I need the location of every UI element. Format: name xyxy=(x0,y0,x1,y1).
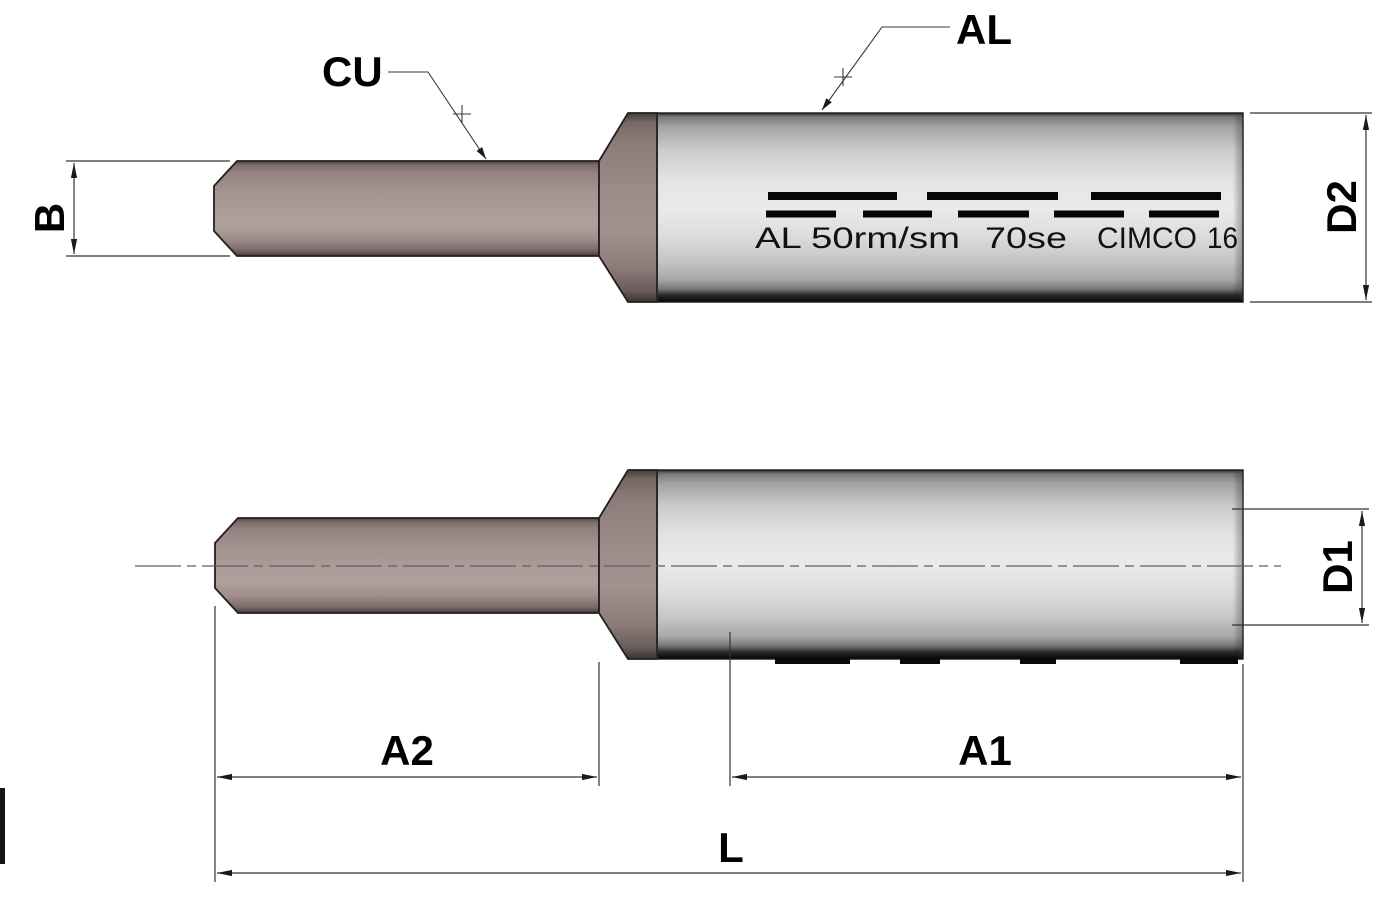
marking-size-text: AL 50rm/sm xyxy=(755,222,960,255)
cu-leader-line xyxy=(388,71,487,160)
cu-label: CU xyxy=(322,48,383,95)
marking-brand-text: CIMCO xyxy=(1097,222,1197,255)
dimension-l: L xyxy=(217,664,1244,882)
d2-label: D2 xyxy=(1318,180,1365,234)
underside-marking-marks xyxy=(775,658,1238,664)
marking-bars-upper-row xyxy=(768,192,1221,200)
copper-pin-top-view xyxy=(213,160,600,257)
dimension-a1: A1 xyxy=(729,632,1241,786)
a2-label: A2 xyxy=(380,727,434,774)
edge-artifact xyxy=(0,788,5,864)
marking-bars-lower-row xyxy=(766,210,1219,218)
marking-class-text: 70se xyxy=(985,222,1067,255)
aluminum-barrel-top-view xyxy=(656,112,1244,303)
dimension-d1: D1 xyxy=(1232,508,1369,626)
al-leader-line xyxy=(821,26,950,111)
a1-label: A1 xyxy=(958,727,1012,774)
d1-label: D1 xyxy=(1314,540,1361,594)
top-view: AL 50rm/sm 70se CIMCO 16 CU AL xyxy=(26,6,1372,303)
barrel-marking-text: AL 50rm/sm 70se CIMCO 16 xyxy=(755,222,1238,255)
al-leader-cross-icon xyxy=(834,68,852,86)
dimension-b: B xyxy=(26,160,230,257)
aluminum-barrel-bottom-view xyxy=(656,469,1244,660)
al-label: AL xyxy=(956,6,1012,53)
barrel-end-shading-top xyxy=(1233,115,1243,300)
callout-al: AL xyxy=(821,6,1012,111)
dimension-a2: A2 xyxy=(214,606,600,882)
marking-number-text: 16 xyxy=(1207,222,1238,255)
copper-cone-top-view xyxy=(598,112,658,303)
barrel-end-shading-bottom xyxy=(1233,472,1243,657)
callout-cu: CU xyxy=(322,48,487,160)
bottom-view: D1 A2 A1 L xyxy=(135,469,1369,882)
b-label: B xyxy=(26,203,73,233)
l-label: L xyxy=(718,824,744,871)
dimension-d2: D2 xyxy=(1250,112,1372,303)
cu-leader-cross-icon xyxy=(453,105,471,123)
copper-cone-bottom-view xyxy=(598,469,658,660)
